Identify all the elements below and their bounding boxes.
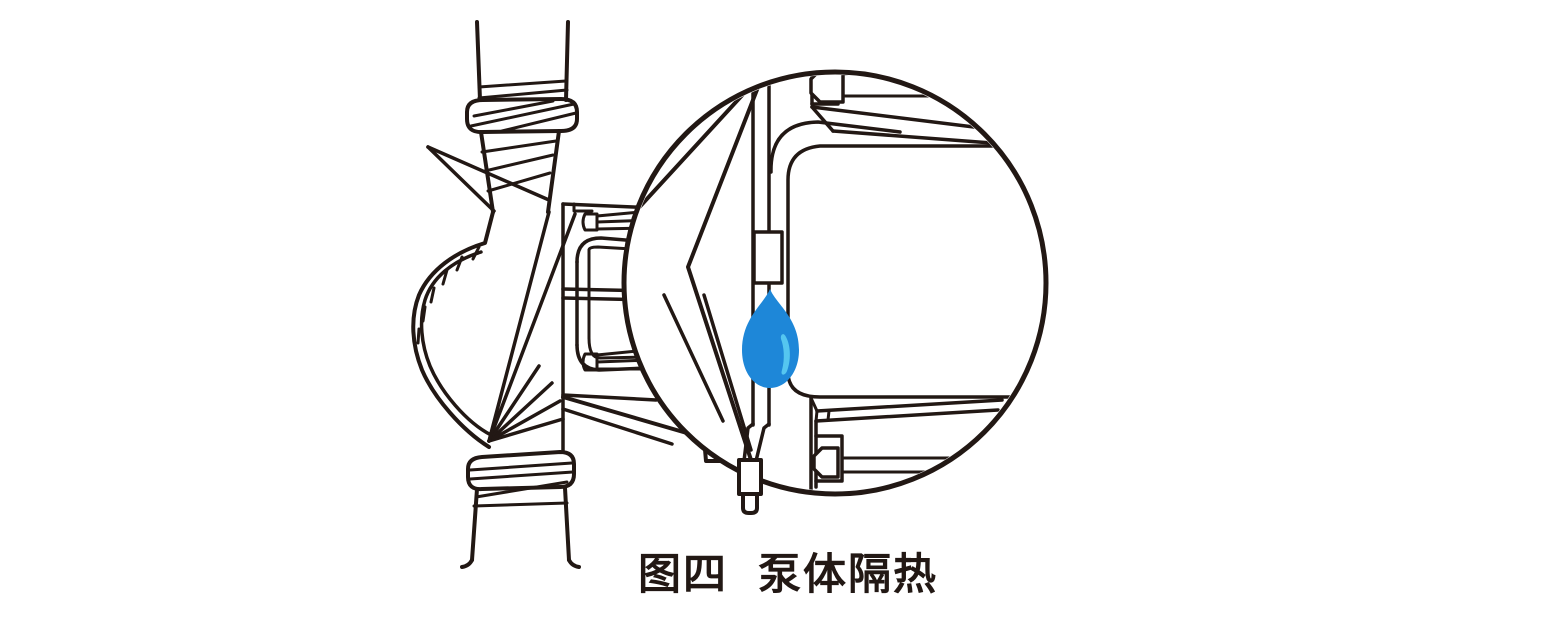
water-drop-highlight: [780, 334, 790, 375]
pump-body-insulation: [411, 210, 577, 449]
pipe-flange-wrap: [466, 450, 576, 492]
drain-plug: [737, 422, 771, 515]
water-drop-icon: [742, 289, 799, 388]
line-art: [411, 20, 1049, 569]
magnified-cutaway: [632, 75, 1017, 491]
magnifier-circle: [621, 69, 1049, 497]
inlet-pipe: [426, 20, 579, 214]
bolt-head-bottom: [812, 446, 840, 479]
bolt-head-top: [809, 75, 845, 104]
wall-block: [752, 230, 784, 285]
outlet-pipe: [460, 450, 581, 569]
figure-caption: 图四 泵体隔热: [638, 551, 938, 599]
